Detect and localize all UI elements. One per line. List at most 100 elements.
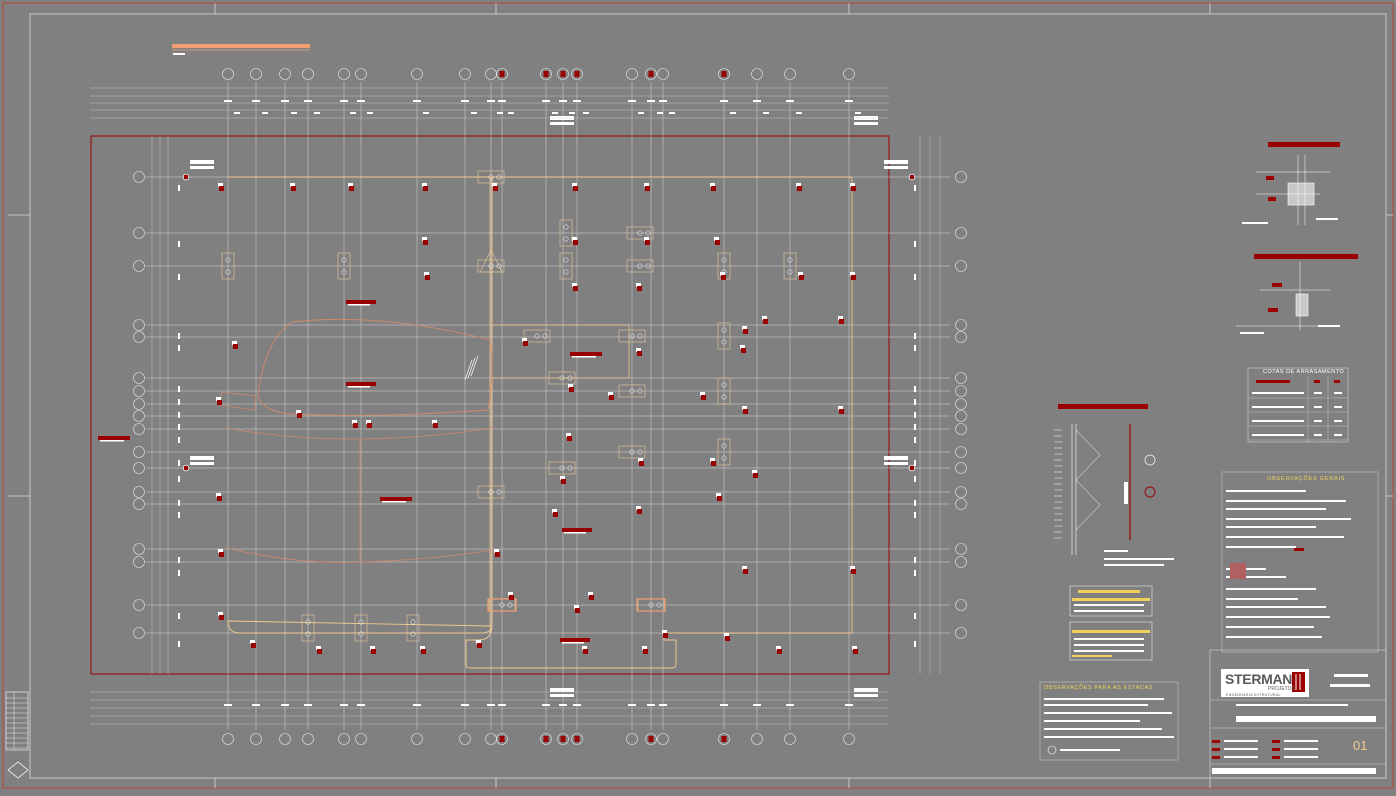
pile-number-tag: [714, 237, 719, 241]
pile-symbol: [629, 449, 635, 455]
inner-border: [29, 13, 1387, 779]
pile-red-mark: [637, 351, 642, 356]
estaca-table-row: [1074, 650, 1144, 652]
project-name-bar: [1236, 716, 1376, 722]
dimension-value: [638, 112, 644, 114]
pile-number-tag: [724, 633, 729, 637]
column-bubble-top: [784, 68, 796, 80]
dimension-value: [914, 386, 916, 392]
dimension-lines: [90, 87, 941, 725]
dimension-value: [340, 704, 348, 706]
pile-cap: [717, 438, 731, 466]
pile-number-tag: [296, 410, 301, 414]
row-bubble-right: [955, 462, 967, 474]
pile-red-mark: [423, 186, 428, 191]
column-bubble-bottom: [338, 733, 350, 745]
dimension-value: [628, 100, 636, 102]
obs-gerais-line: [1226, 490, 1306, 492]
dimension-value: [914, 424, 916, 430]
dimension-value: [573, 100, 581, 102]
row-bubble-right: [955, 543, 967, 555]
obs-estacas-line: [1044, 720, 1140, 722]
bubble-mark: [560, 736, 566, 742]
dimension-value: [281, 704, 289, 706]
obs-swatch: [1230, 563, 1246, 579]
pile-red-mark: [711, 461, 716, 466]
row-bubble-right: [955, 423, 967, 435]
pile-symbol: [645, 230, 651, 236]
side-white-label: [884, 160, 908, 164]
dimension-value: [552, 112, 558, 114]
pile-cap: [523, 329, 551, 343]
side-white-label: [190, 166, 214, 169]
dimension-value: [914, 512, 916, 518]
dimension-value: [914, 333, 916, 339]
pile-number-tag: [776, 646, 781, 650]
pile-red-mark: [715, 240, 720, 245]
dimension-value: [178, 641, 180, 647]
pile-red-mark: [643, 649, 648, 654]
pile-symbol: [721, 455, 727, 461]
dimension-value: [178, 345, 180, 351]
title-block-value: [1224, 740, 1258, 742]
obs-gerais-line: [1226, 508, 1326, 510]
level-marker: [182, 464, 190, 472]
dimension-value: [357, 704, 365, 706]
obs-red-tag: [1294, 548, 1304, 551]
pile-cap: [618, 445, 646, 459]
pile-number-tag: [316, 646, 321, 650]
pile-red-mark: [575, 608, 580, 613]
pile-red-mark: [639, 461, 644, 466]
obs-gerais-line: [1226, 606, 1326, 608]
dimension-value: [178, 274, 180, 280]
bubble-mark: [721, 736, 727, 742]
detail-note: [1318, 325, 1340, 327]
pile-red-mark: [725, 636, 730, 641]
pile-cap-highlight: [636, 598, 666, 612]
pile-symbol: [534, 333, 540, 339]
column-bubble-top: [222, 68, 234, 80]
obs-estacas-line: [1044, 736, 1174, 738]
pile-number-tag: [572, 237, 577, 241]
pile-red-mark: [645, 240, 650, 245]
pile-red-mark: [637, 286, 642, 291]
pile-number-tag: [522, 338, 527, 342]
dimension-value: [178, 437, 180, 443]
pile-cap: [548, 461, 576, 475]
pile-symbol: [721, 443, 727, 449]
title-block-red-label: [1212, 740, 1220, 743]
title-block-footer: [1212, 768, 1376, 774]
grid-bubbles: [133, 68, 967, 745]
dimension-value: [914, 185, 916, 191]
row-bubble-left: [133, 385, 145, 397]
pile-number-tag: [218, 612, 223, 616]
obs-estacas-line: [1044, 728, 1162, 730]
pile-number-tag: [566, 433, 571, 437]
pile-red-mark: [433, 423, 438, 428]
plan-section-label: [560, 638, 590, 642]
side-white-label: [854, 694, 878, 697]
pile-cap: [221, 252, 235, 280]
row-bubble-left: [133, 319, 145, 331]
pile-symbol: [225, 257, 231, 263]
pile-symbol: [637, 449, 643, 455]
cotas-header-cell: [1314, 380, 1320, 383]
bubble-mark: [574, 736, 580, 742]
pile-cap: [559, 252, 573, 280]
row-bubble-right: [955, 410, 967, 422]
dimension-value: [855, 112, 861, 114]
dimension-value: [178, 412, 180, 418]
pile-red-mark: [839, 409, 844, 414]
level-marker: [908, 464, 916, 472]
dimension-value: [914, 570, 916, 576]
column-bubble-bottom: [557, 733, 569, 745]
pile-number-tag: [636, 506, 641, 510]
pile-number-tag: [720, 272, 725, 276]
cotas-cell: [1252, 434, 1304, 436]
dimension-value: [224, 704, 232, 706]
detail-note: [1104, 550, 1128, 552]
row-bubble-right: [955, 260, 967, 272]
detail-red-tag: [1266, 176, 1274, 180]
dimension-value: [357, 100, 365, 102]
pile-cap: [559, 219, 573, 247]
